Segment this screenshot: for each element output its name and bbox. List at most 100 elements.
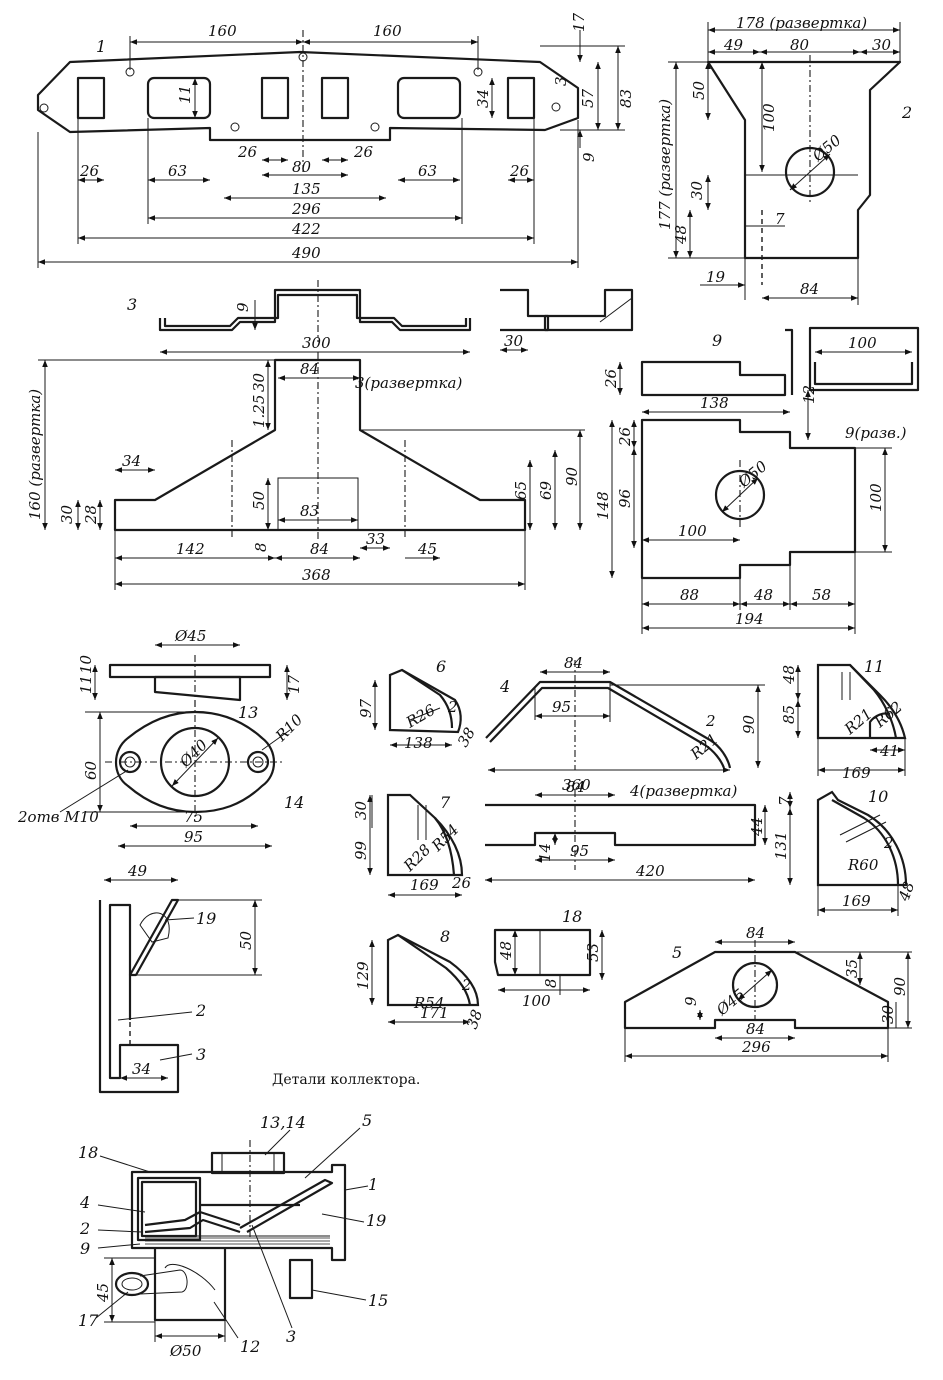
part9-dim-138: 138 [700, 394, 729, 412]
assembly-label-4: 4 [79, 1193, 90, 1212]
part11-dim-41: 41 [879, 742, 899, 760]
part6-dim-138: 138 [404, 734, 433, 752]
part10-dim-r60: R60 [847, 856, 879, 874]
part3-dim-8: 8 [252, 542, 270, 552]
part14-label: 14 [284, 793, 304, 812]
part2-dim-7: 7 [775, 210, 785, 228]
assembly-dim-d50: Ø50 [169, 1342, 202, 1360]
part2-dim-48: 48 [672, 225, 690, 245]
part1-dim-57: 57 [579, 88, 597, 108]
part4-dim-95: 95 [552, 698, 571, 716]
assembly-label-18: 18 [78, 1143, 98, 1162]
assembly-drawing [95, 1127, 369, 1342]
part8-dim-129: 129 [354, 961, 372, 990]
part5-dim-9: 9 [682, 996, 700, 1006]
part4-dim-360: 360 [562, 776, 591, 794]
part2-19-dim-49: 49 [127, 862, 148, 880]
part3-dim-9: 9 [234, 302, 252, 312]
part4-drawing [485, 660, 765, 773]
part2-label: 2 [901, 103, 912, 122]
part18-drawing [493, 928, 605, 995]
part2-19-label-2: 2 [195, 1001, 206, 1020]
part8-drawing [369, 933, 480, 1025]
part5-dim-84b: 84 [746, 1020, 765, 1038]
part2-19-drawing [98, 877, 262, 1094]
part10-dim-7: 7 [776, 796, 794, 806]
part1-dim-160a: 160 [208, 22, 237, 40]
part9-dim-88: 88 [680, 586, 699, 604]
part2-dim-d50: Ø50 [808, 131, 845, 166]
part9-dim-58: 58 [812, 586, 831, 604]
part1-dim-3: 3 [552, 76, 570, 86]
part3-dim-33: 33 [366, 530, 385, 548]
part5-dim-84a: 84 [746, 924, 765, 942]
assembly-label-13-14: 13,14 [260, 1113, 306, 1132]
part3-dim-368: 368 [302, 566, 331, 584]
part1-dim-490: 490 [291, 244, 321, 262]
part4-dim-90: 90 [740, 714, 758, 734]
part13-label: 13 [238, 703, 258, 722]
part3-label: 3 [127, 295, 137, 314]
part3-dim-34: 34 [122, 452, 141, 470]
part18-dim-53: 53 [584, 943, 602, 962]
part9-dim-96: 96 [616, 488, 634, 508]
part2-dim-177: 177 (развертка) [656, 99, 674, 230]
part4-dim-84: 84 [564, 654, 583, 672]
part5-label: 5 [672, 943, 682, 962]
assembly-label-1: 1 [368, 1175, 378, 1194]
part10-dim-131: 131 [772, 831, 790, 860]
assembly-label-15: 15 [368, 1291, 388, 1310]
part3-dim-125: 1.25 [250, 395, 268, 428]
part9-dim-12: 12 [800, 385, 818, 404]
part3-dim-28: 28 [82, 505, 100, 525]
part2-dim-19: 19 [706, 268, 726, 286]
part1-dim-135: 135 [292, 180, 321, 198]
part1-dim-26c: 26 [353, 143, 374, 161]
part1-dim-63a: 63 [168, 162, 187, 180]
part11-label: 11 [864, 657, 884, 676]
part3-dim-83: 83 [300, 502, 319, 520]
part1-flange-drawing [36, 30, 625, 268]
part3-dim-30b: 30 [250, 372, 268, 392]
part2-dim-84: 84 [800, 280, 819, 298]
part3-dim-84b: 84 [310, 540, 329, 558]
part9-dim-48: 48 [753, 586, 773, 604]
part13-dim-10: 10 [77, 654, 95, 674]
part5-dim-d45: Ø45 [712, 985, 748, 1020]
part6-label: 6 [436, 657, 446, 676]
part14-dim-75: 75 [184, 808, 203, 826]
part3-dim-50: 50 [250, 490, 268, 510]
part9-dim-100c: 100 [867, 483, 885, 512]
part3-dim-90: 90 [563, 466, 581, 486]
part10-dim-2: 2 [883, 834, 894, 852]
part3-dim-45: 45 [417, 540, 437, 558]
part3-drawing [38, 280, 634, 590]
part14-dim-d40: Ø40 [175, 736, 211, 772]
part2-dim-30: 30 [872, 36, 892, 54]
part14-dim-60: 60 [82, 760, 100, 780]
part8-dim-38: 38 [463, 1007, 486, 1031]
part1-dim-63b: 63 [418, 162, 437, 180]
part13-dim-11: 11 [77, 675, 95, 694]
part6-drawing [372, 668, 462, 748]
part2-dim-50: 50 [690, 80, 708, 100]
part1-dim-83: 83 [617, 89, 635, 108]
assembly-label-3: 3 [286, 1327, 296, 1346]
part3-dim-142: 142 [176, 540, 205, 558]
part5-drawing [623, 939, 912, 1062]
part18-dim-8: 8 [542, 978, 560, 988]
assembly-label-12: 12 [240, 1337, 260, 1356]
part9-unfold-label: 9(разв.) [845, 424, 907, 442]
part3-dim-300: 300 [302, 334, 331, 352]
part14-dim-95: 95 [184, 828, 203, 846]
part3-dim-69: 69 [537, 480, 555, 500]
part1-dim-26b: 26 [237, 143, 258, 161]
assembly-label-5: 5 [362, 1111, 372, 1130]
part2-dim-49: 49 [723, 36, 744, 54]
part8-dim-2: 2 [461, 976, 472, 994]
part9-dim-148: 148 [594, 491, 612, 520]
part4-dim-r21: R21 [686, 730, 722, 764]
part4u-dim-44: 44 [748, 817, 766, 837]
part2-dim-100: 100 [760, 103, 778, 132]
